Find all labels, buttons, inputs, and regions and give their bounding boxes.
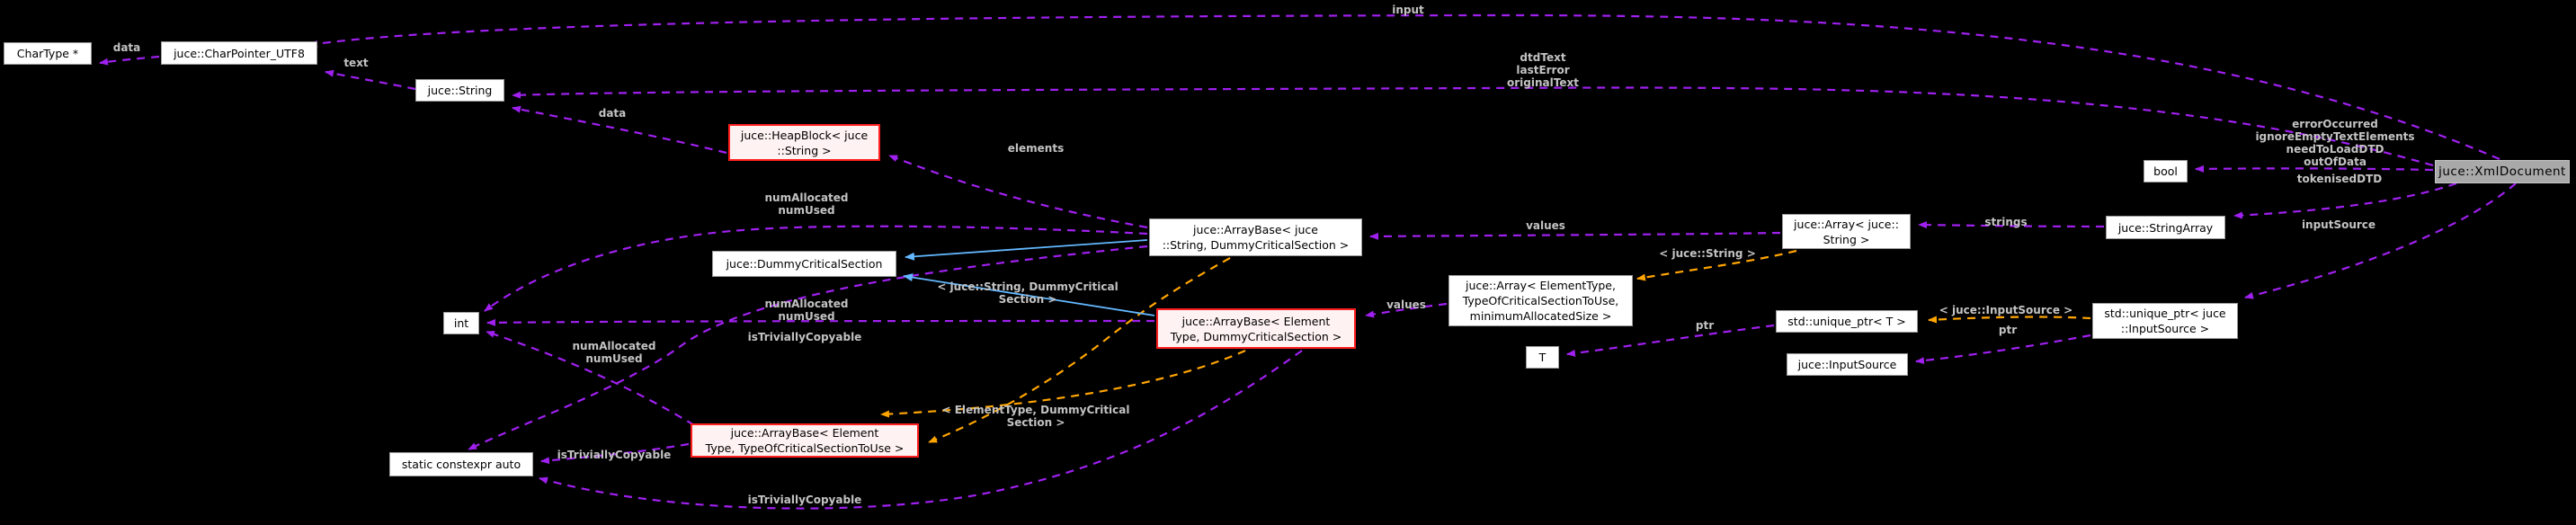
edge-label-ptr-1: ptr [1695,319,1715,332]
edge-label-ptr-2: ptr [1998,324,2018,336]
edge-label-bool-group: errorOccurred ignoreEmptyTextElements ne… [2255,118,2415,168]
edge-label-data-1: data [112,41,141,54]
edge-label-elements: elements [1007,142,1065,155]
edge-tmpl-arraybase-element-to-generic [880,349,1246,418]
edge-arraybase-string-to-heapblock-elements [888,154,1148,229]
edge-label-istriviallycopyable-2: isTriviallyCopyable [557,449,672,461]
class-node-charpointer-utf8[interactable]: juce::CharPointer_UTF8 [161,41,317,65]
class-node-heapblock-string[interactable]: juce::HeapBlock< juce ::String > [728,124,880,161]
edge-string-to-charpointer-text [325,69,416,91]
edge-arraybase-string-to-int-numallocated [484,225,1148,312]
class-node-string[interactable]: juce::String [415,79,504,102]
class-node-inputsource[interactable]: juce::InputSource [1787,353,1908,376]
class-node-array-string[interactable]: juce::Array< juce:: String > [1782,214,1911,249]
edge-label-strings: strings [1984,216,2028,228]
edge-label-numallocated-2: numAllocated numUsed [764,298,849,323]
class-node-dummy-critical-section[interactable]: juce::DummyCriticalSection [712,251,896,277]
edge-label-numallocated-1: numAllocated numUsed [764,191,849,217]
edge-label-tmpl-string-dcs: < juce::String, DummyCritical Section > [937,280,1119,306]
edge-uniqueptr-is-to-inputsource-ptr [1915,334,2091,365]
edge-xmldoc-to-stringarray-tokenised [2233,182,2457,219]
edge-inherit-arraybase-element-to-dcs [903,273,1155,316]
edge-array-et-to-arraybase-values [1365,302,1448,318]
edge-tmpl-arraybase-string-to-generic [928,257,1231,444]
class-node-bool[interactable]: bool [2144,160,2188,182]
class-node-static-constexpr-auto[interactable]: static constexpr auto [389,452,533,476]
edge-tmpl-array-string-to-array-et [1636,249,1797,281]
edge-label-numallocated-3: numAllocated numUsed [572,340,656,365]
edge-label-text: text [343,57,369,69]
edge-stringarray-to-array-strings [1918,221,2105,229]
edge-label-tmpl-string: < juce::String > [1659,247,1756,260]
edge-label-data-2: data [598,107,627,120]
class-node-arraybase-element-generic[interactable]: juce::ArrayBase< Element Type, TypeOfCri… [691,423,919,458]
edge-uniqueptr-t-to-t-ptr [1566,324,1775,357]
edge-label-tmpl-inputsource: < juce::InputSource > [1939,304,2073,316]
class-node-int[interactable]: int [443,312,479,334]
class-node-chartype[interactable]: CharType * [4,42,92,65]
edge-label-input: input [1392,4,1424,16]
class-node-t[interactable]: T [1526,346,1559,369]
edge-xmldoc-to-string-dtdtext [512,86,2434,167]
edge-heapblock-to-string-data [512,105,727,155]
edge-label-istriviallycopyable-3: isTriviallyCopyable [747,494,862,506]
class-node-stringarray[interactable]: juce::StringArray [2106,216,2225,239]
class-node-array-elementtype[interactable]: juce::Array< ElementType, TypeOfCritical… [1448,275,1633,326]
edge-xmldoc-to-uniqueptr-inputsource [2244,182,2517,299]
edge-arraybase-element-to-static-istrivially [539,350,1303,510]
edge-tmpl-uniqueptr-is-to-uniqueptr-t [1928,316,2091,324]
edge-inherit-arraybase-string-to-dcs [905,239,1148,261]
class-node-unique-ptr-inputsource[interactable]: std::unique_ptr< juce ::InputSource > [2092,303,2238,339]
class-node-arraybase-string-dcs[interactable]: juce::ArrayBase< juce ::String, DummyCri… [1149,218,1362,256]
edge-xmldoc-to-bool-flags [2195,165,2434,173]
edge-label-tmpl-element-dcs: < ElementType, DummyCritical Section > [941,404,1130,429]
class-node-xmldocument[interactable]: juce::XmlDocument [2435,160,2570,183]
edge-label-inputsource: inputSource [2301,218,2376,231]
edge-charpointer-to-chartype-data [99,55,160,66]
edge-arraybase-string-to-static-istrivially [468,245,1148,450]
class-node-unique-ptr-t[interactable]: std::unique_ptr< T > [1776,310,1918,333]
edge-array-string-to-arraybase-values [1369,231,1781,240]
edge-label-dtd-group: dtdText lastError originalText [1507,51,1579,89]
edge-label-tokeniseddtd: tokenisedDTD [2296,173,2383,185]
edge-arraybase-element-to-int-numallocated [486,318,1155,326]
edge-label-istriviallycopyable-1: isTriviallyCopyable [747,331,862,343]
class-node-arraybase-element-dcs[interactable]: juce::ArrayBase< Element Type, DummyCrit… [1156,308,1356,349]
edge-label-values-2: values [1386,298,1426,311]
edge-xmldoc-to-charpointer-input [308,13,2500,161]
edge-arraybase-generic-to-static-istrivially [540,442,690,465]
edge-label-values-1: values [1526,219,1565,232]
